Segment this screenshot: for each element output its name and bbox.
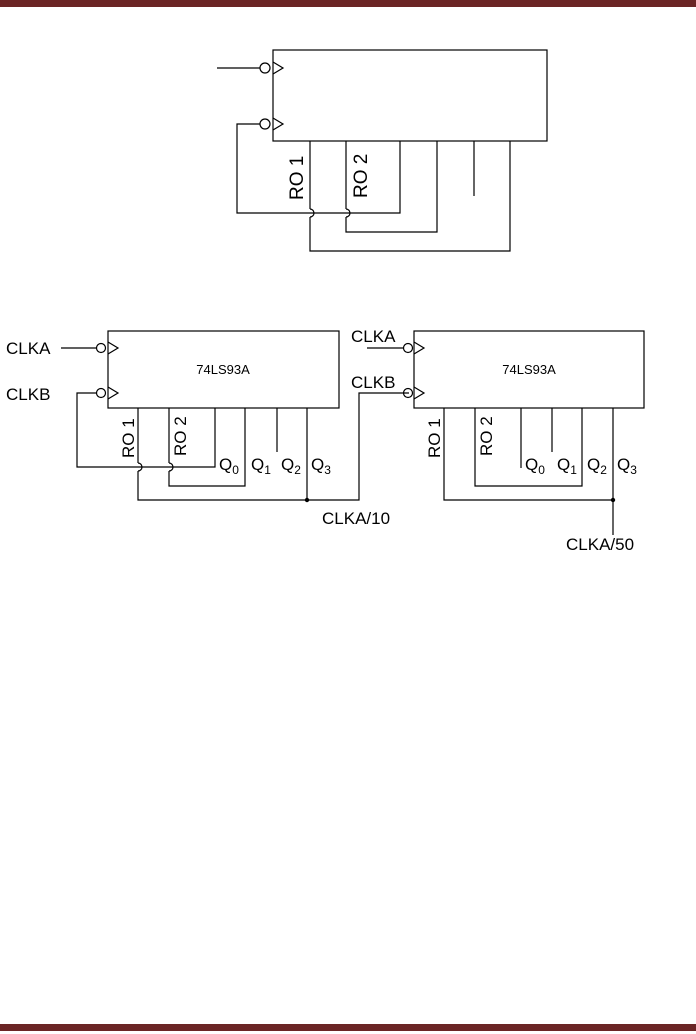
counter-1-clkb-label: CLKB bbox=[6, 385, 50, 404]
counter-2-clkb-bubble bbox=[402, 387, 414, 399]
counter-2-ro1-wire bbox=[443, 408, 613, 501]
top-clock-a-bubble bbox=[259, 62, 271, 74]
counter-1-ro1-label: RO 1 bbox=[119, 418, 138, 458]
top-counter-schematic: RO 1 RO 2 bbox=[217, 49, 548, 252]
counter-1-out-wire bbox=[137, 392, 409, 501]
counter-2-clka-edge bbox=[413, 341, 426, 355]
counter-1-clkb-bubble bbox=[95, 387, 107, 399]
page-top-bar bbox=[0, 0, 696, 7]
counter-1-clka-label: CLKA bbox=[6, 339, 51, 358]
counter-1-ro1-hop bbox=[137, 462, 143, 472]
counter-2-clka-bubble bbox=[402, 342, 414, 354]
counter-2-schematic: 74LS93A CLKA CLKB RO 1 RO 2 Q0 Q1 Q2 Q3 … bbox=[351, 327, 645, 554]
counter-2-q3-label: Q3 bbox=[617, 455, 637, 477]
top-ro1-q3-wire bbox=[309, 141, 511, 252]
counter-2-clkb-label: CLKB bbox=[351, 373, 395, 392]
page-bottom-bar bbox=[0, 1024, 696, 1031]
top-clock-a-edge bbox=[272, 61, 285, 75]
counter-2-chip bbox=[413, 330, 645, 409]
counter-2-q1-label: Q1 bbox=[557, 455, 577, 477]
top-ro2-q2-wire bbox=[345, 141, 438, 233]
counter-1-chip-label: 74LS93A bbox=[196, 362, 250, 377]
counter-2-ro2-label: RO 2 bbox=[477, 416, 496, 456]
top-ro2-label: RO 2 bbox=[351, 154, 372, 198]
counter-1-ro2-q1-wire bbox=[168, 408, 246, 487]
counter-1-schematic: 74LS93A CLKA CLKB RO 1 RO 2 Q0 Q1 Q2 Q3 … bbox=[6, 330, 409, 528]
counter-2-ro2-q2-wire bbox=[474, 408, 583, 487]
top-ro1-label: RO 1 bbox=[287, 156, 308, 200]
counter-2-output-label: CLKA/50 bbox=[566, 535, 634, 554]
counter-1-junction-dot bbox=[304, 497, 310, 503]
counter-2-clkb-edge bbox=[413, 386, 426, 400]
counter-1-ro2-label: RO 2 bbox=[171, 416, 190, 456]
counter-2-clka-label: CLKA bbox=[351, 327, 396, 346]
top-clock-b-bubble bbox=[259, 118, 271, 130]
top-counter-chip bbox=[272, 49, 548, 142]
counter-2-q0-label: Q0 bbox=[525, 455, 545, 477]
counter-1-clka-edge bbox=[107, 341, 120, 355]
top-ro1-hop bbox=[309, 208, 315, 218]
counter-1-ro2-hop bbox=[168, 462, 174, 472]
counter-1-chip bbox=[107, 330, 340, 409]
counter-1-q0-feedback-wire bbox=[76, 392, 216, 468]
counter-1-output-label: CLKA/10 bbox=[322, 509, 390, 528]
counter-1-q3-label: Q3 bbox=[311, 455, 331, 477]
counter-1-q1-label: Q1 bbox=[251, 455, 271, 477]
top-clock-b-edge bbox=[272, 117, 285, 131]
counter-2-ro1-label: RO 1 bbox=[425, 418, 444, 458]
counter-1-q2-label: Q2 bbox=[281, 455, 301, 477]
top-q0-feedback-wire bbox=[236, 123, 401, 214]
counter-1-q0-label: Q0 bbox=[219, 455, 239, 477]
counter-2-chip-label: 74LS93A bbox=[502, 362, 556, 377]
counter-1-clka-bubble bbox=[95, 342, 107, 354]
counter-2-q2-label: Q2 bbox=[587, 455, 607, 477]
top-ro2-hop bbox=[345, 208, 351, 218]
counter-2-junction-dot bbox=[610, 497, 616, 503]
counter-1-clkb-edge bbox=[107, 386, 120, 400]
